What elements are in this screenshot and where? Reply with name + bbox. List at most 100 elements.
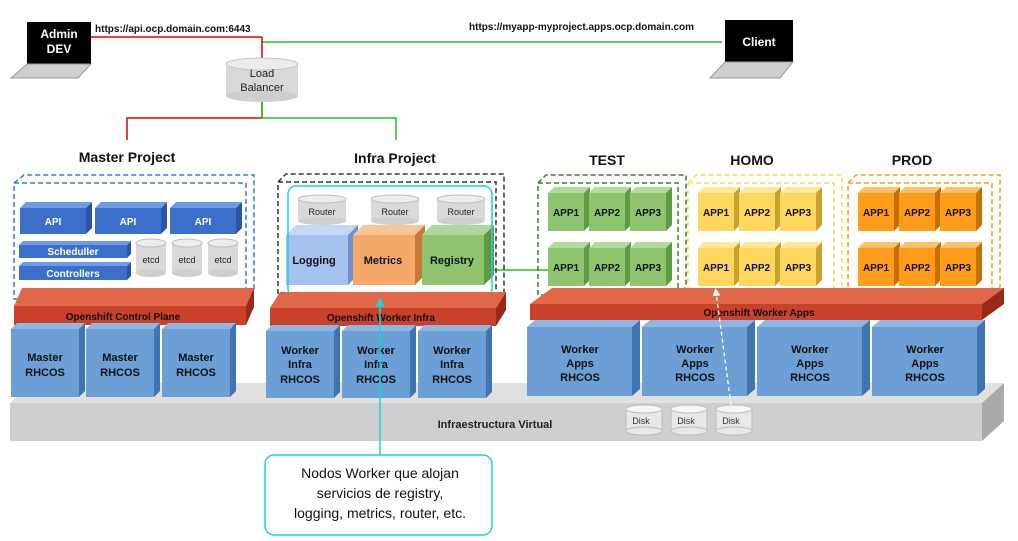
infra-node-role: Infra	[364, 359, 389, 371]
prod-app-cube: APP2	[899, 187, 941, 231]
admin-label-line2: DEV	[47, 42, 72, 56]
router-label: Router	[381, 207, 408, 217]
homo-app-cube: APP1	[698, 187, 740, 231]
etcd-group: etcd etcd etcd	[135, 238, 239, 277]
worker-infra-label: Openshift Worker Infra	[327, 313, 436, 324]
api-label: API	[195, 217, 212, 228]
app-label: APP3	[785, 208, 812, 219]
admin-label-line1: Admin	[40, 27, 77, 41]
apps-node-os: RHCOS	[675, 372, 715, 384]
apps-node-label: Worker	[676, 344, 714, 356]
app-label: APP2	[904, 263, 931, 274]
disk-label: Disk	[677, 416, 695, 426]
admin-url[interactable]: https://api.ocp.domain.com:6443	[95, 24, 251, 35]
router-cylinder: Router	[370, 194, 420, 225]
apps-node-role: Apps	[566, 358, 594, 370]
master-node-os: RHCOS	[176, 367, 216, 379]
load-balancer-label-1: Load	[250, 68, 274, 80]
client-label: Client	[742, 35, 775, 49]
disk-2: Disk	[670, 404, 708, 436]
app-label: APP2	[744, 208, 771, 219]
disk-label: Disk	[722, 416, 740, 426]
infra-node-label: Worker	[357, 345, 395, 357]
master-node: Master RHCOS	[162, 323, 236, 397]
master-node: Master RHCOS	[86, 323, 160, 397]
infra-node: Worker Infra RHCOS	[266, 325, 340, 398]
etcd-label: etcd	[214, 255, 231, 265]
app-label: APP2	[904, 208, 931, 219]
callout-line-3: logging, metrics, router, etc.	[294, 505, 466, 521]
infra-node-os: RHCOS	[432, 374, 472, 386]
apps-node-os: RHCOS	[905, 372, 945, 384]
infra-nodes: Worker Infra RHCOS Worker Infra RHCOS Wo…	[266, 325, 492, 398]
app-label: APP1	[863, 208, 890, 219]
app-label: APP1	[703, 208, 730, 219]
master-node-label: Master	[178, 352, 214, 364]
logging-label: Logging	[292, 255, 335, 267]
app-label: APP3	[635, 208, 662, 219]
prod-app-cube: APP1	[858, 187, 900, 231]
infra-services: Logging Metrics Registry	[286, 225, 494, 285]
scheduler-block: Scheduller	[19, 241, 131, 258]
admin-laptop[interactable]: Admin DEV	[9, 22, 93, 79]
api-block: API	[95, 202, 167, 234]
apps-node-role: Apps	[681, 358, 709, 370]
router-cylinder: Router	[436, 194, 486, 225]
infra-node-os: RHCOS	[356, 374, 396, 386]
test-project-title: TEST	[589, 152, 625, 168]
metrics-service: Metrics	[353, 225, 425, 285]
api-block: API	[20, 202, 92, 234]
load-balancer: Load Balancer	[225, 57, 299, 102]
master-project-title: Master Project	[79, 149, 176, 165]
master-node: Master RHCOS	[11, 323, 85, 397]
homo-app-cube: APP3	[780, 187, 822, 231]
infra-node: Worker Infra RHCOS	[342, 325, 416, 398]
infra-node-os: RHCOS	[280, 374, 320, 386]
homo-app-cube: APP1	[698, 242, 740, 286]
apps-node-label: Worker	[791, 344, 829, 356]
virtual-infrastructure-slab: Infraestructura Virtual	[10, 383, 1004, 441]
app-label: APP2	[594, 263, 621, 274]
app-label: APP1	[553, 208, 580, 219]
router-label: Router	[447, 207, 474, 217]
test-app-cube: APP2	[589, 187, 631, 231]
worker-infra-bar: Openshift Worker Infra	[270, 292, 506, 326]
apps-node: Worker Apps RHCOS	[527, 320, 640, 396]
test-app-cube: APP3	[630, 242, 672, 286]
api-label: API	[45, 217, 62, 228]
master-node-label: Master	[27, 352, 63, 364]
master-nodes: Master RHCOS Master RHCOS Master RHCOS	[11, 323, 236, 397]
infra-node-role: Infra	[440, 359, 465, 371]
client-laptop[interactable]: Client	[708, 20, 795, 79]
callout-line-1: Nodos Worker que alojan	[301, 465, 459, 481]
apps-node: Worker Apps RHCOS	[757, 320, 870, 396]
test-app-cube: APP1	[548, 242, 590, 286]
api-label: API	[120, 217, 137, 228]
homo-app-cube: APP2	[739, 242, 781, 286]
etcd-cylinder: etcd	[207, 238, 239, 277]
disk-1: Disk	[625, 404, 663, 436]
homo-app-cube: APP3	[780, 242, 822, 286]
logging-service: Logging	[286, 225, 358, 285]
app-label: APP3	[945, 208, 972, 219]
virtual-infrastructure-label: Infraestructura Virtual	[438, 419, 553, 431]
client-url[interactable]: https://myapp-myproject.apps.ocp.domain.…	[469, 22, 694, 33]
app-label: APP3	[635, 263, 662, 274]
homo-app-cube: APP2	[739, 187, 781, 231]
router-label: Router	[308, 207, 335, 217]
prod-app-cube: APP3	[940, 242, 982, 286]
apps-node-os: RHCOS	[560, 372, 600, 384]
scheduler-label: Scheduller	[47, 247, 98, 258]
control-plane-label: Openshift Control Plane	[66, 312, 181, 323]
prod-app-cube: APP3	[940, 187, 982, 231]
etcd-label: etcd	[178, 255, 195, 265]
app-nodes: Worker Apps RHCOS Worker Apps RHCOS Work…	[527, 320, 985, 396]
metrics-label: Metrics	[364, 255, 403, 267]
control-plane-bar: Openshift Control Plane	[14, 288, 254, 325]
app-label: APP3	[785, 263, 812, 274]
test-app-cube: APP3	[630, 187, 672, 231]
test-app-cube: APP2	[589, 242, 631, 286]
etcd-label: etcd	[142, 255, 159, 265]
prod-project-title: PROD	[892, 152, 932, 168]
